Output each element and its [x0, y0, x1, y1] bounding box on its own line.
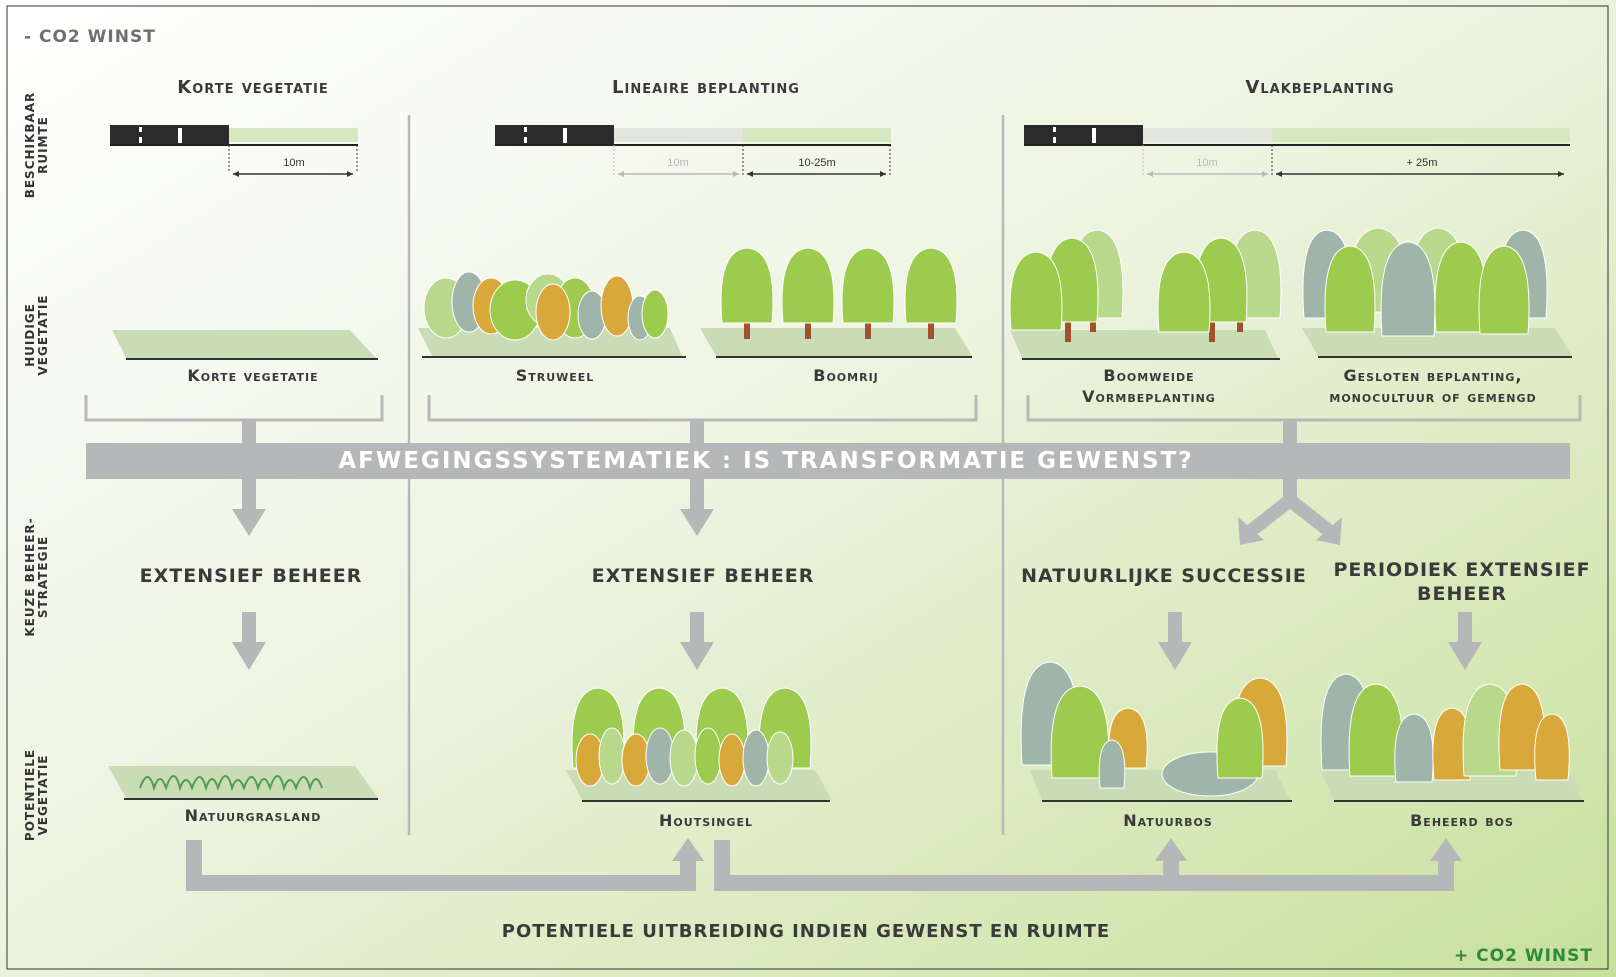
- veg-label-houtsingel: Houtsingel: [659, 811, 753, 830]
- dimension-label: 10-25m: [798, 157, 836, 169]
- co2-minus-label: - CO2 WINST: [24, 27, 156, 47]
- side-label-keuze: KEUZE BEHEER-STRATEGIE: [23, 517, 50, 637]
- illus-beheerd-bos: [1320, 673, 1584, 802]
- frame-border: [6, 5, 1609, 970]
- column-header-lineaire: Lineaire beplanting: [612, 77, 800, 98]
- illus-gesloten-beplanting: [1302, 227, 1572, 358]
- arrow-down: [232, 612, 1482, 670]
- veg-label-natuurgrasland: Natuurgrasland: [184, 806, 322, 825]
- expansion-arrows: [186, 838, 1462, 891]
- arrow-down: [232, 479, 1342, 545]
- illus-boomweide: [1009, 229, 1282, 360]
- veg-label-struweel: Struweel: [515, 366, 595, 385]
- bracket-korte: [84, 395, 384, 422]
- dimension-label: 10m: [1196, 157, 1218, 169]
- column-header-korte: Korte vegetatie: [177, 77, 329, 98]
- road-bar-korte: [110, 125, 358, 177]
- veg-label-korte: Korte vegetatie: [187, 366, 319, 385]
- dimension-label: + 25m: [1406, 157, 1438, 169]
- decision-bar-label: AFWEGINGSSYSTEMATIEK : IS TRANSFORMATIE …: [338, 448, 1194, 474]
- illus-houtsingel: [566, 687, 832, 802]
- veg-label-natuurbos: Natuurbos: [1123, 811, 1213, 830]
- strategy-label-natuurlijke: NATUURLIJKE SUCCESSIE: [1021, 565, 1307, 587]
- veg-label-beheerd-bos: Beheerd bos: [1410, 811, 1514, 830]
- illus-korte-vegetatie: [112, 330, 378, 360]
- co2-plus-label: + CO2 WINST: [1454, 946, 1593, 966]
- illus-boomrij: [700, 247, 972, 358]
- road-bar-vlak: [1024, 125, 1570, 177]
- footer-label: POTENTIELE UITBREIDING INDIEN GEWENST EN…: [501, 921, 1111, 942]
- bracket-vlak: [1026, 395, 1582, 422]
- veg-label-boomrij: Boomrij: [813, 366, 879, 385]
- strategy-label-korte: EXTENSIEF BEHEER: [139, 565, 363, 587]
- decision-bar: [86, 443, 1570, 479]
- dimension-label: 10m: [283, 157, 305, 169]
- road-bar-lineaire: [495, 125, 891, 177]
- strategy-label-lineaire: EXTENSIEF BEHEER: [591, 565, 815, 587]
- column-header-vlak: Vlakbeplanting: [1245, 77, 1395, 98]
- illus-struweel: [418, 271, 686, 358]
- veg-label-gesloten: Gesloten beplanting,monocultuur of gemen…: [1329, 366, 1537, 406]
- illus-natuurgrasland: [108, 766, 378, 800]
- illus-natuurbos: [1020, 661, 1292, 802]
- dimension-label: 10m: [667, 157, 689, 169]
